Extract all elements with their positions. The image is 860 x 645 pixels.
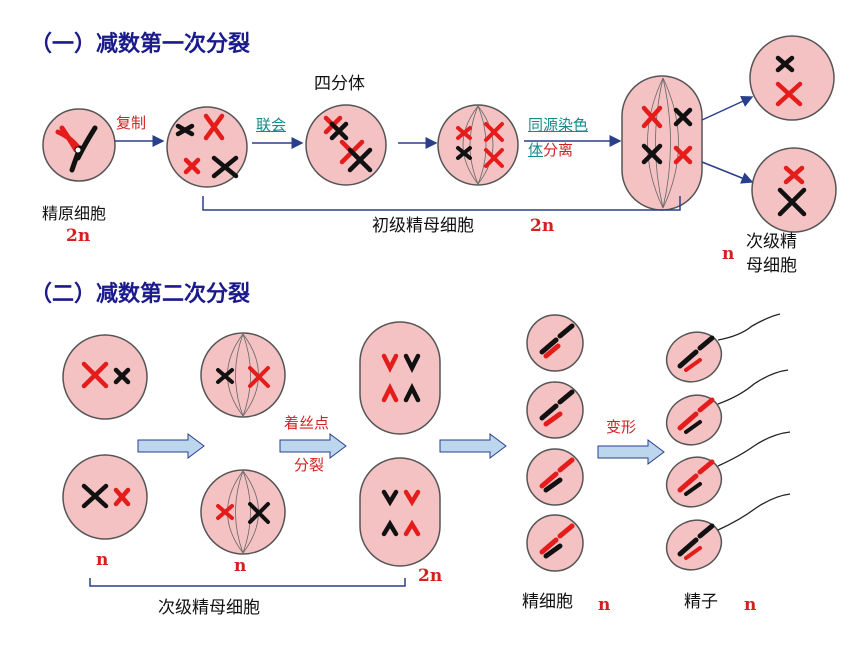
ploidy-ciji-top: n (722, 244, 735, 264)
ploidy-jingzi: n (744, 595, 757, 615)
ploidy-ciji-mid: n (234, 556, 247, 576)
metaphase2-cell-2 (200, 469, 286, 555)
tetrad-cell (305, 104, 387, 186)
label-lianhui: 联会 (256, 116, 287, 134)
label-zhuosidian: 着丝点 (284, 414, 330, 432)
secondary-cell-top (749, 35, 835, 121)
label-ciji-bottom: 次级精母细胞 (158, 598, 260, 618)
secondary-bracket (89, 578, 406, 587)
label-ciji-2: 母细胞 (746, 256, 797, 276)
anaphase1-cell (621, 75, 703, 211)
ploidy-jingyuan: 2n (66, 226, 91, 246)
label-tongyuan: 同源染色 (528, 116, 589, 134)
primary-bracket (202, 196, 681, 211)
section2-title: （二）减数第二次分裂 (30, 282, 251, 307)
ploidy-jingxibao: n (598, 595, 611, 615)
label-tongyuan-2: 体分离 (528, 141, 574, 159)
label-fenlie: 分裂 (294, 456, 325, 474)
replicated-cell (166, 106, 248, 188)
anaphase2-cell-1 (359, 321, 441, 435)
spermatid-cells (526, 314, 584, 572)
label-bianxing: 变形 (606, 418, 637, 436)
anaphase2-cell-2 (359, 457, 441, 567)
label-jingzi: 精子 (684, 592, 718, 612)
block-arrows (137, 433, 665, 465)
label-sifenti: 四分体 (314, 74, 365, 94)
label-ciji-1: 次级精 (746, 232, 797, 252)
section1-arrows (115, 95, 754, 184)
label-jingxibao: 精细胞 (522, 592, 573, 612)
sperm-cells (665, 313, 791, 571)
ploidy-anaphase2: 2n (418, 566, 443, 586)
label-chuji: 初级精母细胞 (372, 216, 474, 236)
ploidy-ciji-left: n (96, 550, 109, 570)
label-jingyuan: 精原细胞 (42, 204, 107, 223)
ii-cell-1 (62, 334, 148, 420)
secondary-cell-bottom (751, 147, 837, 233)
section1-title: （一）减数第一次分裂 (30, 32, 251, 57)
metaphase1-cell (437, 104, 519, 186)
label-fuzhi: 复制 (116, 114, 147, 132)
spermatogonium-cell (42, 108, 116, 182)
ii-cell-2 (62, 454, 148, 540)
metaphase2-cell-1 (200, 332, 286, 418)
ploidy-chuji: 2n (530, 216, 555, 236)
